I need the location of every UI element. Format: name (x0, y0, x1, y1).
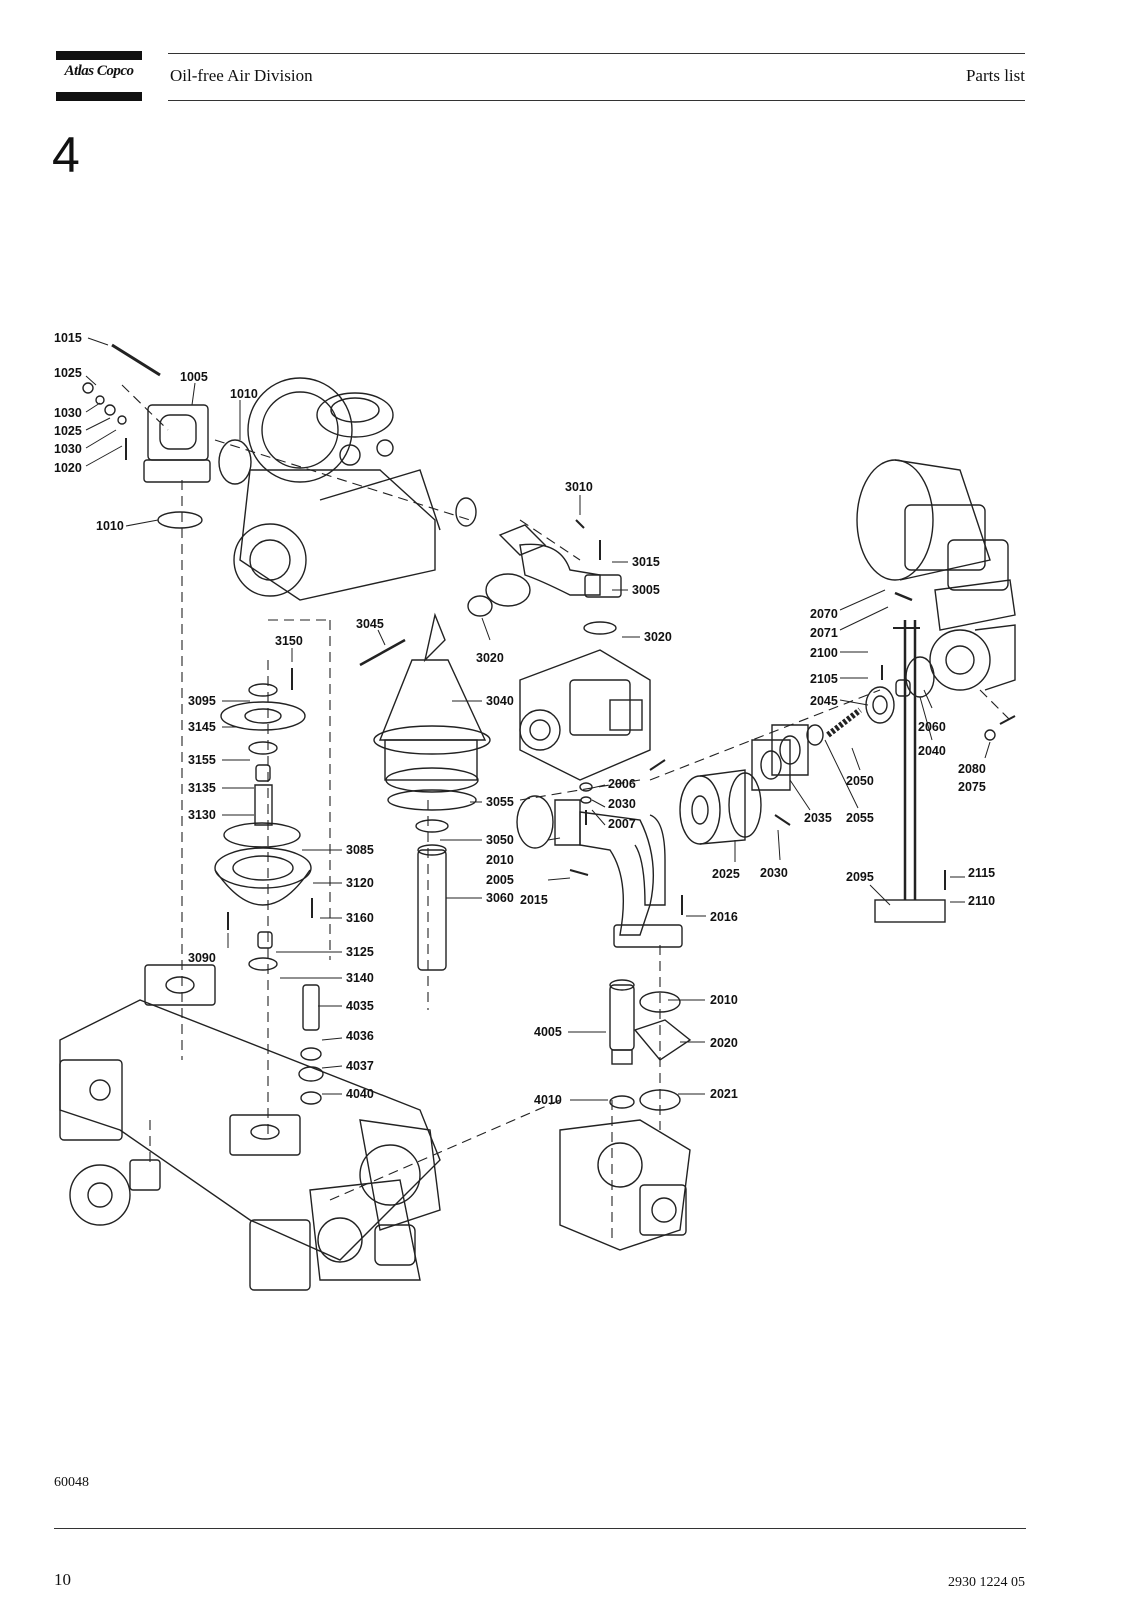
callout-1030: 1030 (54, 406, 82, 420)
callout-2115: 2115 (968, 866, 995, 880)
callout-1010: 1010 (96, 519, 124, 533)
support-stand-2095 (874, 620, 946, 923)
logo-wordmark: Atlas Copco (64, 63, 134, 79)
callout-2006: 2006 (608, 777, 636, 791)
callout-2075: 2075 (958, 780, 986, 794)
header-title: Oil-free Air Division (170, 66, 313, 85)
callout-1015: 1015 (54, 331, 82, 345)
callout-1025: 1025 (54, 424, 82, 438)
logo-bar-top (56, 51, 142, 60)
callout-3010: 3010 (565, 480, 593, 494)
callout-4010: 4010 (534, 1093, 562, 1107)
callout-1030: 1030 (54, 442, 82, 456)
callout-4036: 4036 (346, 1029, 374, 1043)
callout-2071: 2071 (810, 626, 838, 640)
logo-bar-bottom (56, 92, 142, 101)
callout-3145: 3145 (188, 720, 216, 734)
callout-2110: 2110 (968, 894, 995, 908)
callout-2040: 2040 (918, 744, 946, 758)
compressor-block-middle (519, 649, 651, 781)
callout-3155: 3155 (188, 753, 216, 767)
callout-1020: 1020 (54, 461, 82, 475)
callout-3040: 3040 (486, 694, 514, 708)
cyclone-separator-3040 (359, 612, 491, 971)
housing-lower (559, 1119, 691, 1251)
callout-3135: 3135 (188, 781, 216, 795)
callout-2070: 2070 (810, 607, 838, 621)
gear-casing (59, 964, 441, 1291)
atlas-copco-logo: Atlas Copco (56, 51, 142, 101)
pipe-3005 (455, 497, 622, 635)
callout-2025: 2025 (712, 867, 740, 881)
callout-3160: 3160 (346, 911, 374, 925)
page-number: 10 (54, 1570, 71, 1589)
callout-3120: 3120 (346, 876, 374, 890)
compressor-element (233, 377, 441, 601)
callout-3090: 3090 (188, 951, 216, 965)
callout-labels: 1015 1025 1005 1010 1030 1025 1030 1020 … (54, 331, 995, 1107)
check-valve-4005 (609, 979, 692, 1111)
callout-2005: 2005 (486, 873, 514, 887)
header-rule-top (168, 53, 1025, 54)
callout-2016: 2016 (710, 910, 738, 924)
callout-2021: 2021 (710, 1087, 738, 1101)
callout-3020: 3020 (644, 630, 672, 644)
callout-3060: 3060 (486, 891, 514, 905)
callout-3095: 3095 (188, 694, 216, 708)
callout-3020: 3020 (476, 651, 504, 665)
callout-3045: 3045 (356, 617, 384, 631)
callout-2007: 2007 (608, 817, 636, 831)
callout-1025: 1025 (54, 366, 82, 380)
callout-4035: 4035 (346, 999, 374, 1013)
callout-2010: 2010 (486, 853, 514, 867)
unloader-valve-stack (214, 668, 324, 1105)
callout-2105: 2105 (810, 672, 838, 686)
callout-3140: 3140 (346, 971, 374, 985)
figure-number: 60048 (54, 1475, 89, 1490)
footer-rule (54, 1528, 1026, 1529)
callout-2055: 2055 (846, 811, 874, 825)
callout-2030: 2030 (760, 866, 788, 880)
callout-2015: 2015 (520, 893, 548, 907)
callout-3005: 3005 (632, 583, 660, 597)
callout-1010: 1010 (230, 387, 258, 401)
callout-2100: 2100 (810, 646, 838, 660)
callout-2045: 2045 (810, 694, 838, 708)
callout-2050: 2050 (846, 774, 874, 788)
document-number: 2930 1224 05 (948, 1575, 1025, 1590)
callout-3015: 3015 (632, 555, 660, 569)
callout-2035: 2035 (804, 811, 832, 825)
header-rule-bottom (168, 100, 1025, 101)
callout-4005: 4005 (534, 1025, 562, 1039)
callout-1005: 1005 (180, 370, 208, 384)
outlet-elbow-1005 (82, 343, 252, 529)
section-number: 4 (52, 127, 80, 183)
callout-2020: 2020 (710, 1036, 738, 1050)
callout-3050: 3050 (486, 833, 514, 847)
callout-3085: 3085 (346, 843, 374, 857)
discharge-pipe-2005 (516, 782, 683, 948)
callout-2010: 2010 (710, 993, 738, 1007)
blow-off-silencer-2070 (856, 459, 1016, 741)
callout-4040: 4040 (346, 1087, 374, 1101)
callout-3125: 3125 (346, 945, 374, 959)
leader-lines (85, 337, 991, 1101)
callout-2060: 2060 (918, 720, 946, 734)
flange-group-2025-2035 (649, 724, 809, 845)
callout-2080: 2080 (958, 762, 986, 776)
callout-2095: 2095 (846, 870, 874, 884)
callout-2030: 2030 (608, 797, 636, 811)
callout-4037: 4037 (346, 1059, 374, 1073)
callout-3150: 3150 (275, 634, 303, 648)
callout-3055: 3055 (486, 795, 514, 809)
header-section-label: Parts list (965, 66, 1025, 85)
callout-3130: 3130 (188, 808, 216, 822)
